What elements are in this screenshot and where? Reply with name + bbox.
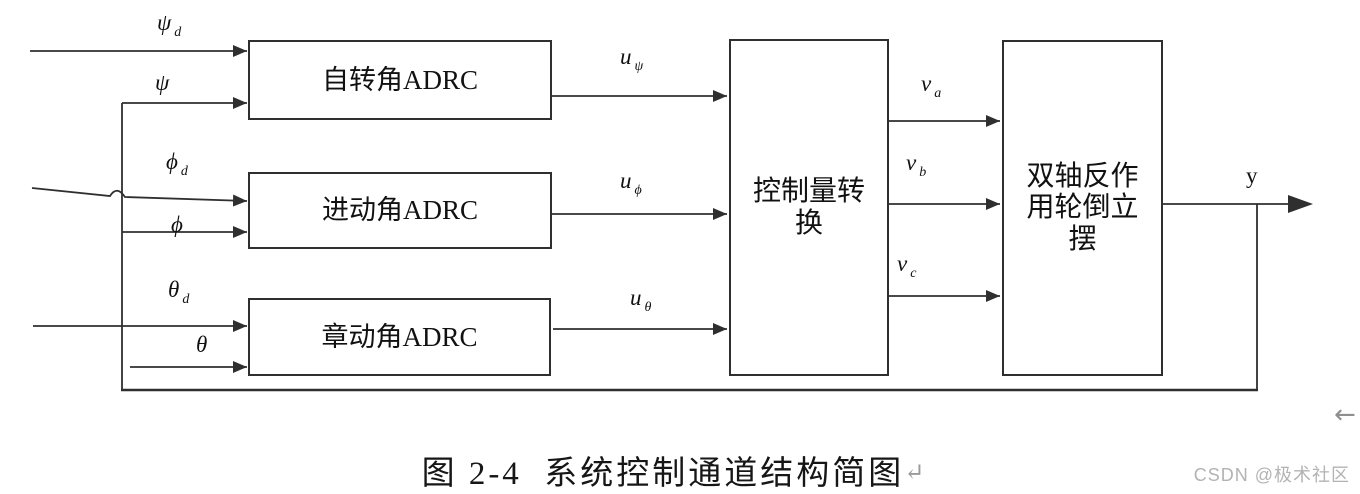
block-spin-adrc-label: 自转角ADRC (321, 64, 478, 95)
block-nutation-adrc: 章动角ADRC (248, 298, 551, 376)
line-break-mark-icon: ← (1334, 400, 1356, 430)
figure-caption: 图 2-4 系统控制通道结构简图↵ (0, 428, 1330, 494)
paragraph-mark-icon: ↵ (904, 460, 925, 486)
figure-caption-text: 图 2-4 系统控制通道结构简图 (421, 456, 905, 492)
block-pendulum-plant-label: 双轴反作用轮倒立摆 (1026, 160, 1139, 255)
phi-d-input-line (31, 187, 248, 207)
label-psi: ψ (155, 70, 170, 95)
y-output-arrowhead (1288, 195, 1313, 213)
block-spin-adrc: 自转角ADRC (248, 40, 552, 120)
label-y-output: y (1246, 163, 1258, 188)
block-precession-adrc: 进动角ADRC (248, 172, 552, 249)
block-control-conversion-label: 控制量转换 (752, 176, 865, 239)
block-precession-adrc-label: 进动角ADRC (321, 195, 478, 226)
label-phi: ϕ (171, 212, 183, 237)
block-nutation-adrc-label: 章动角ADRC (321, 321, 478, 352)
block-pendulum-plant: 双轴反作用轮倒立摆 (1002, 40, 1163, 376)
block-control-conversion: 控制量转换 (729, 39, 889, 376)
label-theta: θ (196, 332, 208, 357)
csdn-watermark: CSDN @极术社区 (1193, 465, 1350, 485)
